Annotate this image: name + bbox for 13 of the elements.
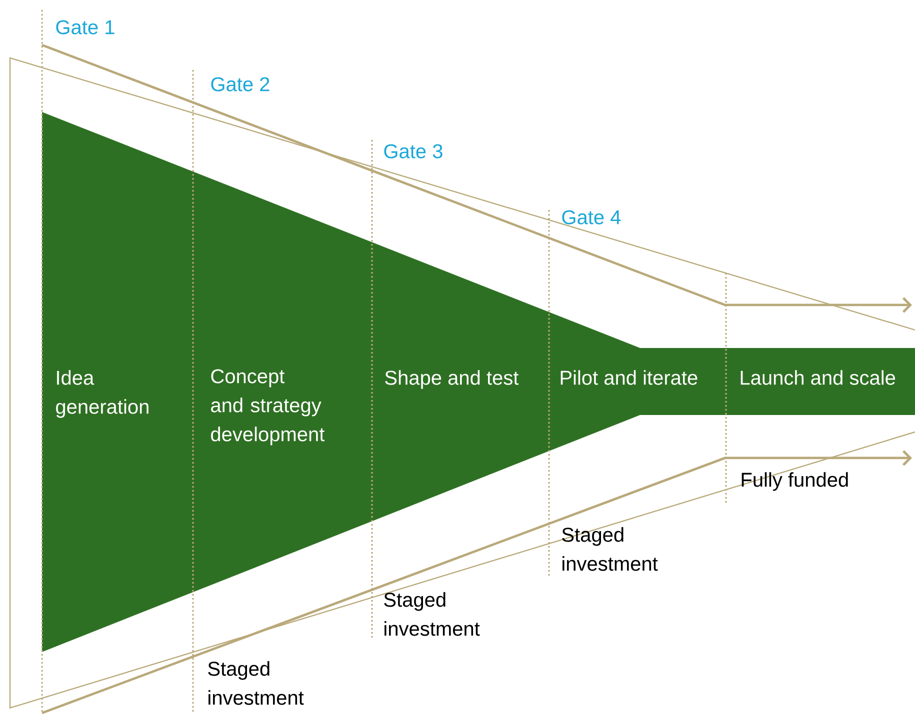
gate-label: Gate 1 — [56, 20, 114, 34]
funding-label: Staged investment — [384, 592, 480, 636]
funding-label: Staged investment — [208, 661, 304, 705]
gate-label: Gate 3 — [384, 144, 442, 158]
stage-label: Idea generation — [56, 370, 148, 418]
stage-label: Launch and scale — [740, 370, 896, 385]
stage-label: Concept and strategy development — [211, 369, 325, 446]
gate-label: Gate 4 — [562, 210, 621, 224]
gate-label: Gate 2 — [211, 77, 270, 92]
stage-label: Shape and test — [385, 370, 519, 389]
stage-label: Pilot and iterate — [560, 370, 698, 385]
funding-label: Fully funded — [742, 472, 848, 491]
funding-label: Staged investment — [562, 527, 658, 571]
